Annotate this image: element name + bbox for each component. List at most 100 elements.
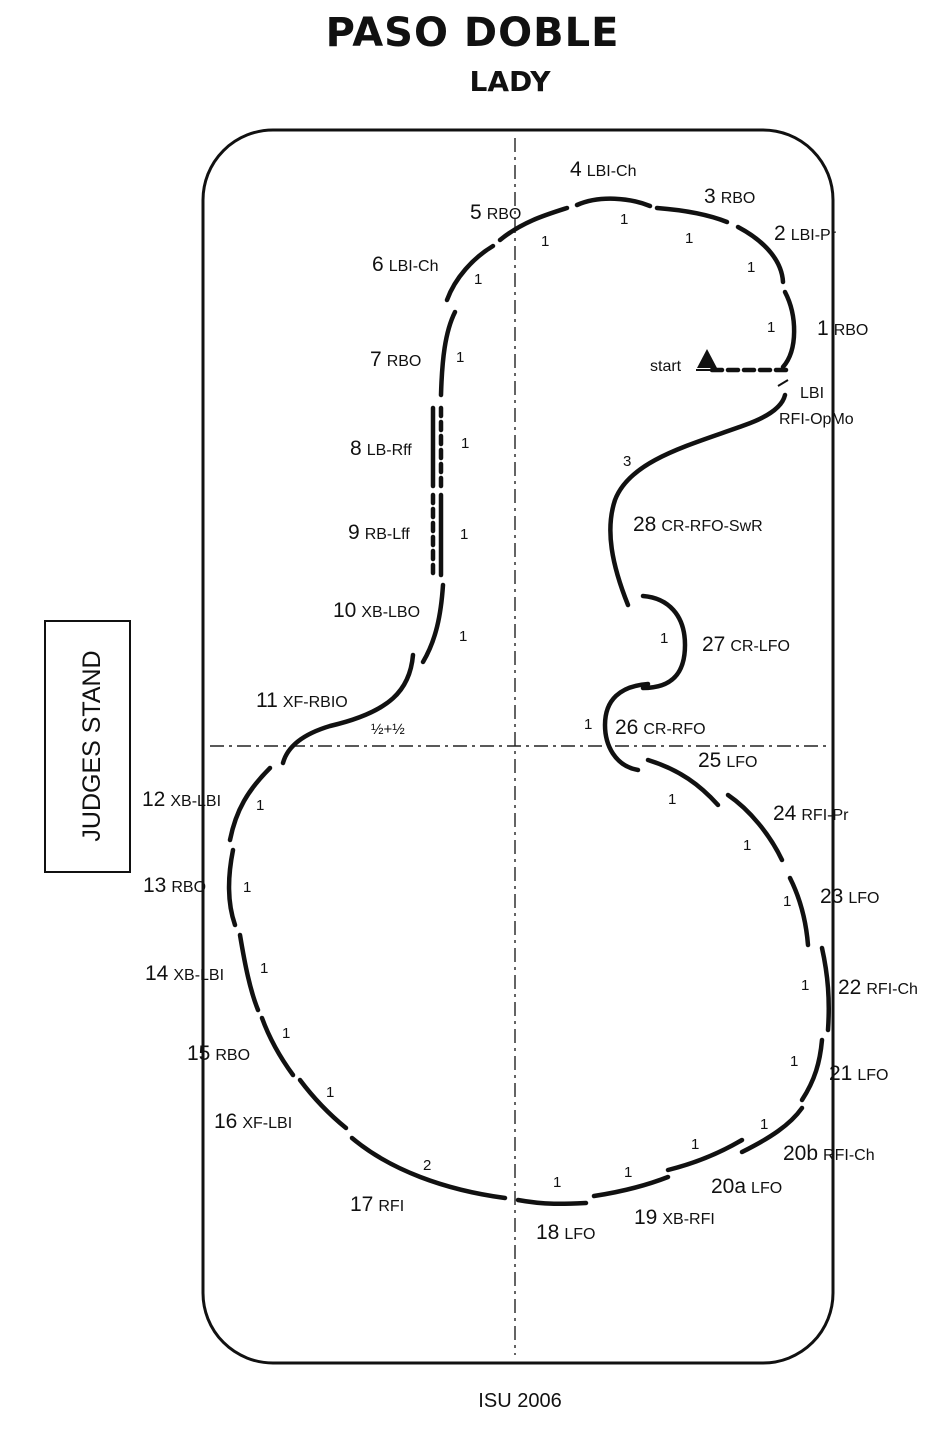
track-step-25 xyxy=(645,757,721,808)
beats-step-24: 1 xyxy=(743,837,751,854)
track-step-20a xyxy=(665,1137,745,1173)
footer-credit: ISU 2006 xyxy=(478,1390,562,1412)
beats-step-4: 1 xyxy=(620,211,628,228)
beats-step-7: 1 xyxy=(456,349,464,366)
start-marker-icon xyxy=(697,349,717,368)
beats-step-17: 2 xyxy=(423,1157,431,1174)
beats-step-15: 1 xyxy=(282,1025,290,1042)
judges-stand-box xyxy=(44,620,131,873)
beats-step-21: 1 xyxy=(790,1053,798,1070)
beats-step-27: 1 xyxy=(660,630,668,647)
track-step-20b xyxy=(739,1105,805,1155)
start-tick xyxy=(777,379,789,387)
track-step-10 xyxy=(420,582,446,665)
beat-counts: 1 1 1 1 1 1 1 1 1 1 ½+½ 1 1 1 1 1 2 1 1 … xyxy=(243,211,809,1191)
beats-step-18: 1 xyxy=(553,1174,561,1191)
beats-step-9: 1 xyxy=(460,526,468,543)
track-step-1 xyxy=(780,289,797,370)
beats-step-12: 1 xyxy=(256,797,264,814)
beats-step-11: ½+½ xyxy=(371,721,405,738)
beats-step-16: 1 xyxy=(326,1084,334,1101)
start-edge-2: RFI-OpMo xyxy=(779,411,854,428)
beats-step-20a: 1 xyxy=(691,1136,699,1153)
beats-step-3: 1 xyxy=(685,230,693,247)
beats-step-8: 1 xyxy=(461,435,469,452)
dance-title: PASO DOBLE xyxy=(325,10,620,56)
track-step-27 xyxy=(640,593,688,691)
beats-step-14: 1 xyxy=(260,960,268,977)
track-step-22 xyxy=(819,945,831,1033)
dance-subtitle: LADY xyxy=(469,65,551,98)
track-step-23 xyxy=(787,875,811,948)
rink-outline xyxy=(201,128,835,1365)
beats-step-10: 1 xyxy=(459,628,467,645)
step-track xyxy=(226,196,831,1207)
beats-step-22: 1 xyxy=(801,977,809,994)
track-step-14 xyxy=(237,932,261,1013)
start-edge-1: LBI xyxy=(800,385,824,402)
beats-step-25: 1 xyxy=(668,791,676,808)
beats-step-13: 1 xyxy=(243,879,251,896)
beats-step-6: 1 xyxy=(474,271,482,288)
start-label: start xyxy=(650,358,682,375)
track-step-4 xyxy=(574,196,653,209)
track-step-17 xyxy=(349,1135,508,1201)
beats-step-26: 1 xyxy=(584,716,592,733)
track-step-6 xyxy=(444,243,496,303)
track-step-16 xyxy=(297,1077,349,1131)
track-step-3 xyxy=(654,205,730,225)
track-step-2 xyxy=(735,224,786,285)
judges-stand-label: JUDGES STAND xyxy=(78,650,106,841)
beats-step-1: 1 xyxy=(767,319,775,336)
beats-step-5: 1 xyxy=(541,233,549,250)
track-step-11 xyxy=(280,652,416,766)
track-step-18 xyxy=(515,1197,589,1207)
beats-step-28: 3 xyxy=(623,453,631,470)
beats-step-20b: 1 xyxy=(760,1116,768,1133)
track-step-19 xyxy=(591,1174,671,1199)
beats-step-19: 1 xyxy=(624,1164,632,1181)
track-step-12 xyxy=(227,765,273,843)
track-step-5 xyxy=(497,205,570,243)
track-step-15 xyxy=(259,1015,296,1078)
beats-step-2: 1 xyxy=(747,259,755,276)
track-step-13 xyxy=(226,847,238,928)
track-step-26 xyxy=(602,681,651,773)
beats-step-23: 1 xyxy=(783,893,791,910)
track-step-7 xyxy=(438,309,458,398)
track-step-24 xyxy=(725,792,785,863)
track-step-21 xyxy=(799,1037,825,1103)
track-step-28 xyxy=(608,392,788,608)
